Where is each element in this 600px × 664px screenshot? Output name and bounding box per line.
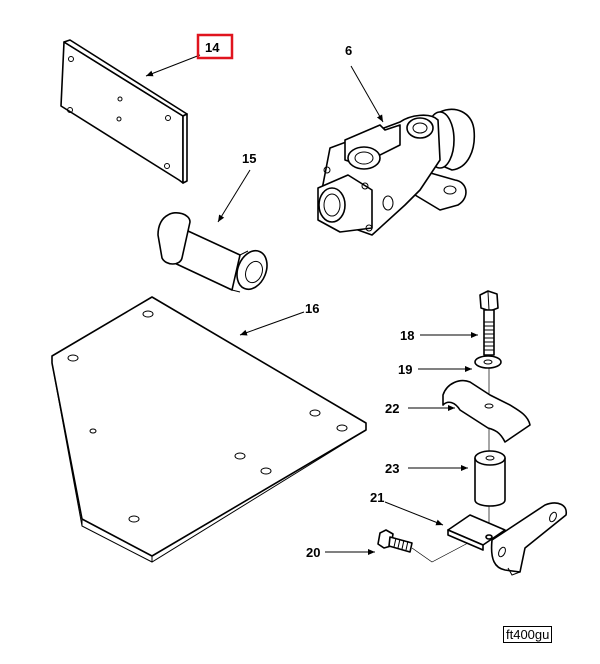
callout-23[interactable]: 23 — [385, 461, 399, 476]
highlight-box-14 — [196, 33, 234, 60]
part-14-mounting-plate[interactable] — [60, 39, 188, 184]
callout-6[interactable]: 6 — [345, 43, 352, 58]
callout-22[interactable]: 22 — [385, 401, 399, 416]
part-21-bracket[interactable] — [447, 502, 568, 576]
callout-19[interactable]: 19 — [398, 362, 412, 377]
callout-21[interactable]: 21 — [370, 490, 384, 505]
callout-18[interactable]: 18 — [400, 328, 414, 343]
part-23-spacer-sleeve[interactable] — [474, 450, 506, 507]
part-20-cap-screw[interactable] — [377, 529, 413, 553]
figure-id-label: ft400gu — [503, 626, 553, 643]
part-19-washer[interactable] — [474, 355, 502, 369]
leader-21 — [384, 501, 444, 526]
part-6-valve-body[interactable] — [317, 108, 476, 236]
part-16-base-plate[interactable] — [51, 296, 367, 563]
callout-15[interactable]: 15 — [242, 151, 256, 166]
part-18-hex-bolt[interactable] — [479, 290, 499, 356]
part-22-saddle-clamp[interactable] — [442, 379, 531, 443]
leader-14 — [145, 54, 201, 77]
callout-20[interactable]: 20 — [306, 545, 320, 560]
leader-16 — [239, 311, 305, 336]
callout-14[interactable]: 14 — [205, 40, 220, 55]
leader-6 — [350, 65, 384, 123]
part-15-spacer-bushing[interactable] — [157, 212, 272, 294]
screw-path-line — [411, 542, 469, 563]
callout-16[interactable]: 16 — [305, 301, 319, 316]
leader-15 — [217, 169, 251, 223]
